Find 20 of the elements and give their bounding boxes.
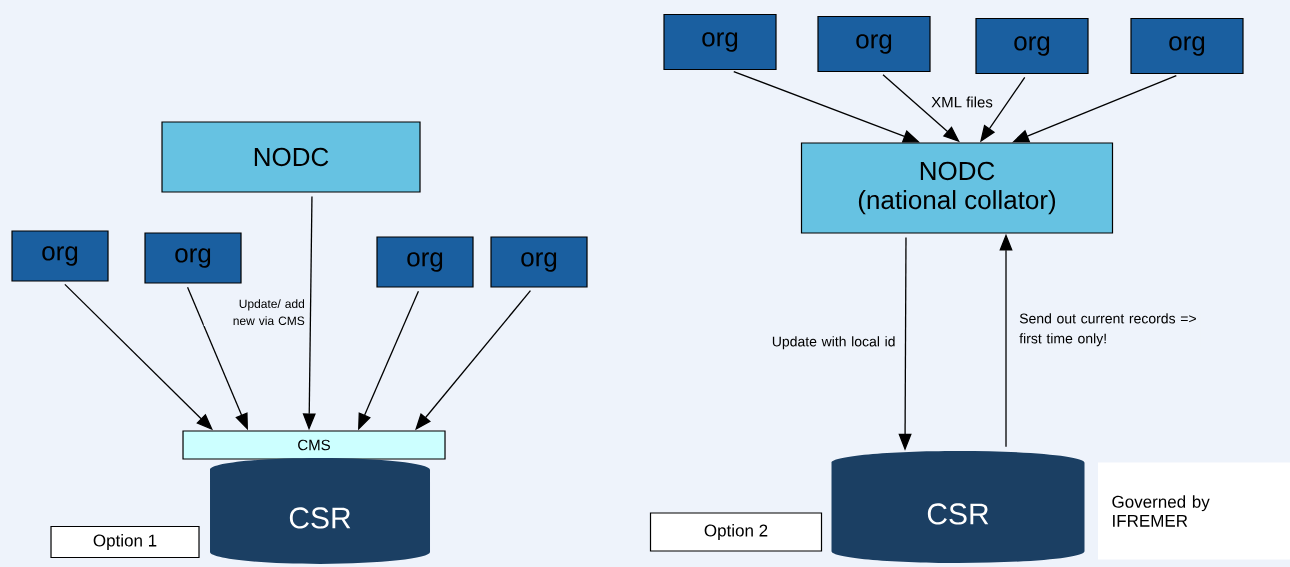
organization-box: org — [975, 17, 1089, 75]
database-cylinder: CSR — [210, 457, 430, 564]
database-cylinder: CSR — [831, 450, 1085, 563]
option-box: Option 2 — [649, 512, 823, 552]
edge-label: Update with local id — [770, 335, 898, 351]
organization-box: org — [490, 236, 588, 288]
option-box: Option 1 — [50, 525, 200, 559]
edge-label: Update/ add new via CMS — [203, 298, 306, 326]
process-box: NODC (national collator) — [800, 142, 1114, 234]
note-box: Governed by IFREMER — [1098, 462, 1290, 560]
organization-box: org — [817, 15, 931, 73]
organization-box: org — [663, 13, 777, 71]
organization-box: org — [144, 232, 242, 284]
organization-box: org — [1130, 17, 1244, 75]
system-bar: CMS — [182, 430, 446, 460]
process-box: NODC — [161, 121, 421, 193]
edge-label: Send out current records => first time only! — [1018, 312, 1201, 348]
annotation-text: XML files — [930, 95, 994, 109]
organization-box: org — [11, 230, 109, 282]
organization-box: org — [376, 236, 474, 288]
